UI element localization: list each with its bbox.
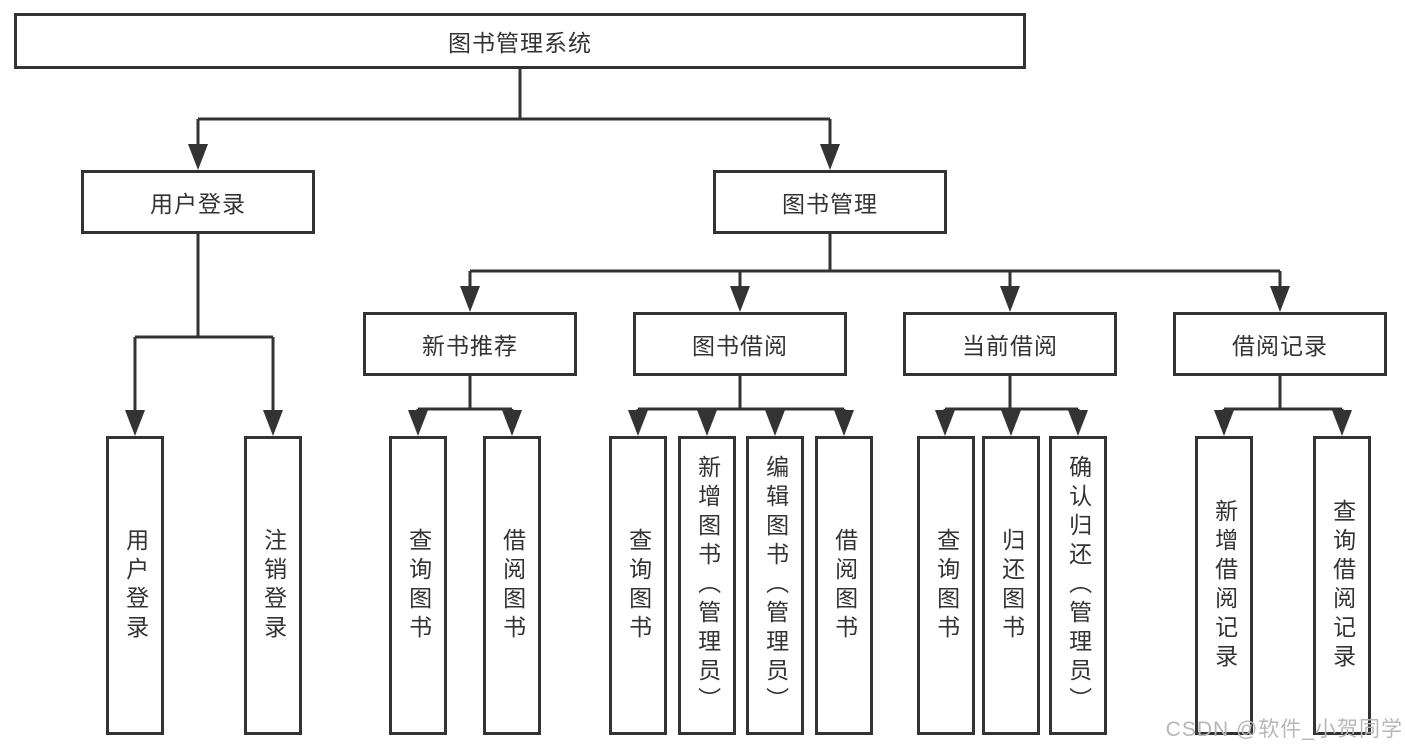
node-current-borrowing: 当前借阅 <box>903 312 1117 376</box>
arrow-down-icon <box>1332 410 1352 436</box>
leaf-edit-books-admin: 编辑图书（管理员） <box>746 436 804 735</box>
leaf-return-books: 归还图书 <box>982 436 1040 735</box>
arrow-down-icon <box>820 144 840 170</box>
node-book-management: 图书管理 <box>713 170 947 234</box>
arrow-down-icon <box>730 286 750 312</box>
arrow-down-icon <box>697 410 717 436</box>
node-label: 图书管理系统 <box>448 30 592 56</box>
leaf-search-books-borrowing: 查询图书 <box>609 436 667 735</box>
leaf-label: 借阅图书 <box>499 527 526 644</box>
arrow-down-icon <box>263 410 283 436</box>
leaf-label: 新增借阅记录 <box>1211 498 1238 673</box>
arrow-down-icon <box>834 410 854 436</box>
node-label: 当前借阅 <box>962 333 1058 359</box>
arrow-down-icon <box>1000 286 1020 312</box>
arrow-down-icon <box>125 410 145 436</box>
arrow-down-icon <box>460 286 480 312</box>
arrow-down-icon <box>1270 286 1290 312</box>
arrow-down-icon <box>935 410 955 436</box>
leaf-label: 确认归还（管理员） <box>1065 455 1092 716</box>
leaf-label: 查询借阅记录 <box>1329 498 1356 673</box>
arrow-down-icon <box>628 410 648 436</box>
leaf-logout: 注销登录 <box>244 436 302 735</box>
arrow-down-icon <box>765 410 785 436</box>
leaf-add-books-admin: 新增图书（管理员） <box>678 436 736 735</box>
arrow-down-icon <box>1001 410 1021 436</box>
leaf-label: 查询图书 <box>625 527 652 644</box>
arrow-down-icon <box>1214 410 1234 436</box>
leaf-label: 新增图书（管理员） <box>694 455 721 716</box>
leaf-borrow-books-recommend: 借阅图书 <box>483 436 541 735</box>
leaf-user-login: 用户登录 <box>106 436 164 735</box>
node-book-borrowing: 图书借阅 <box>633 312 847 376</box>
leaf-add-borrow-record: 新增借阅记录 <box>1195 436 1253 735</box>
leaf-label: 编辑图书（管理员） <box>762 455 789 716</box>
leaf-label: 归还图书 <box>998 527 1025 644</box>
leaf-search-borrow-record: 查询借阅记录 <box>1313 436 1371 735</box>
leaf-label: 注销登录 <box>260 527 287 644</box>
arrow-down-icon <box>188 144 208 170</box>
csdn-watermark: CSDN @软件_小贺同学 <box>1165 718 1403 741</box>
leaf-borrow-books: 借阅图书 <box>815 436 873 735</box>
node-label: 新书推荐 <box>422 333 518 359</box>
arrow-down-icon <box>502 410 522 436</box>
node-label: 图书借阅 <box>692 333 788 359</box>
node-root-system: 图书管理系统 <box>14 13 1026 69</box>
node-new-book-recommend: 新书推荐 <box>363 312 577 376</box>
arrow-down-icon <box>408 410 428 436</box>
node-label: 图书管理 <box>782 191 878 217</box>
leaf-label: 借阅图书 <box>831 527 858 644</box>
arrow-down-icon <box>1068 410 1088 436</box>
leaf-label: 查询图书 <box>933 527 960 644</box>
node-label: 借阅记录 <box>1232 333 1328 359</box>
node-user-login: 用户登录 <box>81 170 315 234</box>
node-label: 用户登录 <box>150 191 246 217</box>
leaf-search-books-current: 查询图书 <box>917 436 975 735</box>
leaf-confirm-return-admin: 确认归还（管理员） <box>1049 436 1107 735</box>
leaf-search-books-recommend: 查询图书 <box>389 436 447 735</box>
leaf-label: 用户登录 <box>122 527 149 644</box>
node-borrowing-records: 借阅记录 <box>1173 312 1387 376</box>
leaf-label: 查询图书 <box>405 527 432 644</box>
